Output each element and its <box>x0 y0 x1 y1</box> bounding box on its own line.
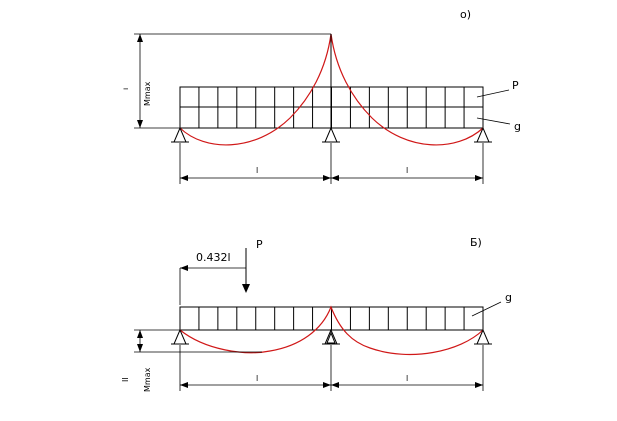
diagram-b-label: Б) <box>470 236 482 249</box>
moment-curve-b <box>179 305 484 356</box>
mmax-label-a: Mmax <box>143 81 152 106</box>
span-left-label-a: l <box>256 166 258 175</box>
mmax-dimension-a: Mmax ı <box>121 33 331 129</box>
load-p-label-a: P <box>512 79 519 92</box>
diagram-a-label: о) <box>460 8 471 21</box>
supports-b <box>171 328 492 345</box>
supports-a <box>171 126 492 143</box>
leader-g-a <box>476 117 511 125</box>
span-right-label-a: l <box>406 166 408 175</box>
distance-label-b: 0.432l <box>196 251 231 264</box>
mmax-mark-b: II <box>121 377 130 382</box>
diagram-b: Б) 0.432l P g <box>121 236 512 392</box>
load-p-label-b: P <box>256 238 263 251</box>
span-right-label-b: l <box>406 374 408 383</box>
load-g-label-b: g <box>505 291 512 304</box>
span-left-label-b: l <box>256 374 258 383</box>
point-load-b: 0.432l P <box>179 238 263 305</box>
mmax-label-b: Mmax <box>143 367 152 392</box>
load-g-label-a: g <box>514 120 521 133</box>
mmax-mark-a: ı <box>121 88 130 90</box>
load-grid-b <box>179 306 484 331</box>
span-dimension-a: l l <box>179 143 484 184</box>
leader-g-b <box>471 301 502 317</box>
mmax-dimension-b: Mmax II <box>121 329 262 392</box>
leader-p-a <box>476 89 510 98</box>
span-dimension-b: l l <box>179 345 484 391</box>
diagram-a: о) Mmax ı <box>121 8 521 184</box>
